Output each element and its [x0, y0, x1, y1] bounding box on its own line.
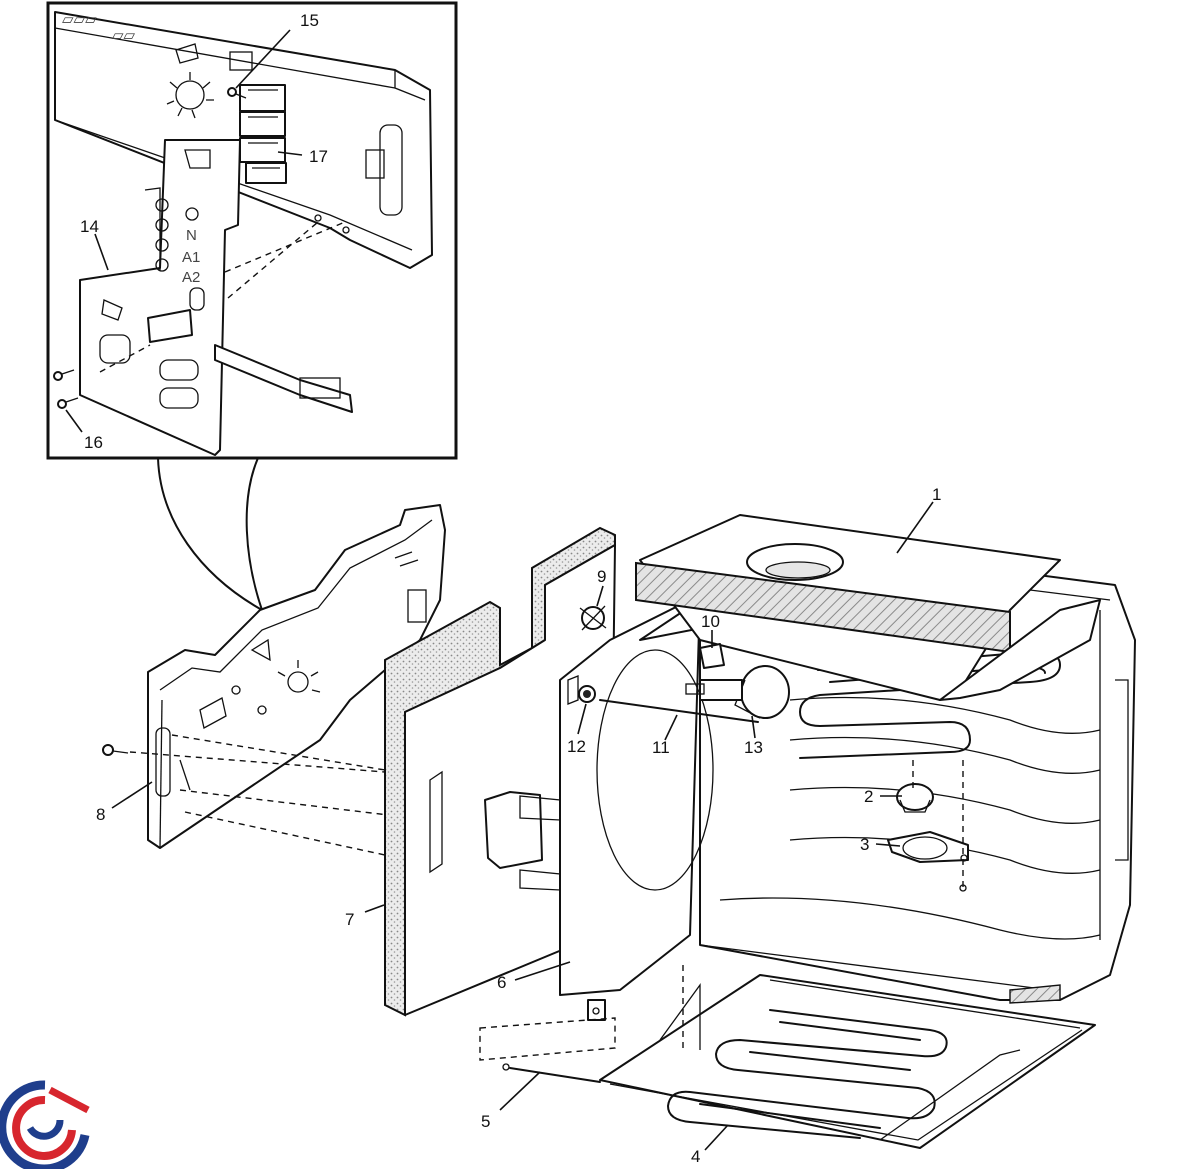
callout-8: 8: [96, 805, 105, 824]
bottom-element-tray: [599, 974, 1096, 1149]
callout-11: 11: [652, 738, 670, 757]
lamp-cover: [896, 783, 934, 813]
detail-inset: ▱▱▱ ▱▱ N A1 A2: [46, 1, 458, 611]
callout-5: 5: [481, 1112, 490, 1131]
lamp-seal: [887, 831, 969, 863]
brand-logo: [0, 1080, 90, 1169]
fan-motor: [579, 605, 607, 631]
callout-6: 6: [497, 973, 506, 992]
callout-17: 17: [309, 147, 328, 166]
callout-14: 14: [80, 217, 99, 236]
screw-icon: [57, 397, 79, 409]
element-rod-bottom: [502, 1063, 601, 1083]
marking-a2: A2: [182, 269, 200, 286]
callout-2: 2: [864, 787, 873, 806]
leader-lines: [65, 29, 934, 1151]
callout-7: 7: [345, 910, 354, 929]
svg-text:▱▱: ▱▱: [112, 27, 136, 44]
callout-10: 10: [701, 612, 720, 631]
svg-text:▱▱▱: ▱▱▱: [62, 11, 97, 28]
marking-n: N: [186, 227, 197, 244]
callout-4: 4: [691, 1147, 700, 1166]
callout-3: 3: [860, 835, 869, 854]
element-rod: [599, 699, 759, 723]
thermostat: [567, 675, 596, 705]
screw-icon: [102, 744, 129, 756]
screw-icon: [227, 87, 247, 99]
callout-9: 9: [597, 567, 606, 586]
lamp-assembly: [685, 665, 790, 719]
terminal-block: [239, 84, 287, 184]
screw-icon: [53, 369, 75, 381]
rear-panel: [147, 504, 446, 849]
callout-1: 1: [932, 485, 941, 504]
top-insulation-plate: [635, 514, 1101, 701]
switch: [699, 643, 725, 669]
vent-symbol-inset: [166, 72, 214, 119]
callout-13: 13: [744, 738, 763, 757]
callout-16: 16: [84, 433, 103, 452]
callout-12: 12: [567, 737, 586, 756]
marking-a1: A1: [182, 249, 200, 266]
callout-15: 15: [300, 11, 319, 30]
